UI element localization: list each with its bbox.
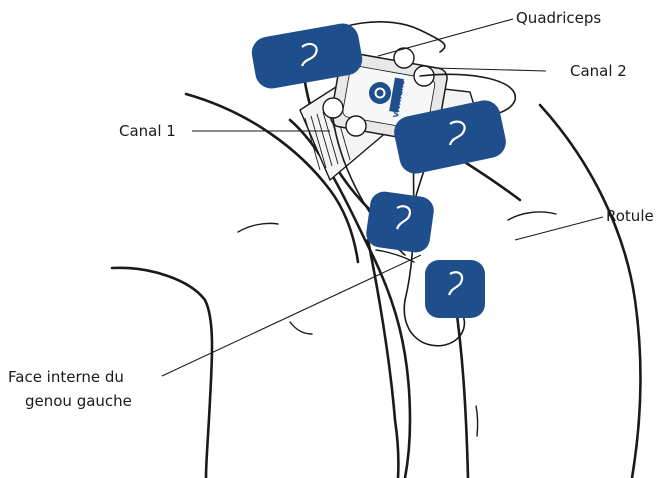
label-face-interne-line1: Face interne du	[8, 366, 124, 388]
connector-canal1-b	[346, 116, 366, 136]
connector-canal1-a	[323, 98, 343, 118]
electrode-knee-inner	[364, 190, 435, 254]
label-rotule: Rotule	[606, 205, 654, 227]
leader-canal2	[434, 68, 546, 71]
tendon-line	[376, 250, 414, 262]
electrode-knee-lower	[425, 260, 485, 318]
shin-crease	[476, 406, 478, 436]
shin-center-outline	[455, 300, 468, 478]
label-canal2: Canal 2	[570, 60, 627, 82]
label-face-interne-line2: genou gauche	[25, 390, 132, 412]
power-button-icon	[369, 82, 391, 104]
leader-rotule	[515, 217, 603, 240]
calf-left-outline	[112, 268, 212, 478]
knee-crease-left	[238, 223, 278, 232]
leader-quadriceps	[378, 19, 513, 56]
knee-right-outline	[540, 105, 641, 478]
knee-crease-small	[290, 322, 312, 334]
label-quadriceps: Quadriceps	[516, 7, 601, 29]
knee-crease-right	[508, 212, 556, 220]
label-canal1: Canal 1	[119, 120, 176, 142]
